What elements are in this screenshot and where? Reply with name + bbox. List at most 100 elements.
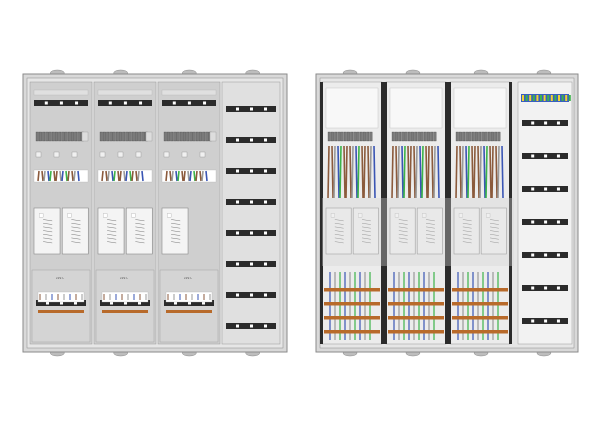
terminal-block (404, 131, 408, 142)
terminal-strip (101, 291, 149, 303)
wire (135, 170, 138, 182)
copper-busbar (388, 316, 444, 320)
rail-terminal (264, 324, 267, 328)
rail-terminal (250, 169, 253, 173)
meter-detail (135, 233, 145, 236)
terminal-block (494, 131, 498, 142)
terminal-block (48, 131, 52, 142)
pe-bar (166, 310, 212, 313)
wire (415, 145, 418, 199)
copper-busbar (452, 302, 508, 306)
meter-detail (107, 226, 117, 229)
wire (361, 145, 364, 199)
wire (485, 145, 488, 199)
copper-busbar (388, 288, 444, 292)
wire (395, 145, 398, 199)
meter-display (458, 213, 463, 218)
terminal-block (173, 131, 177, 142)
meter-detail (107, 241, 117, 244)
meter-detail (398, 233, 408, 236)
terminal-block (199, 131, 202, 142)
terminal-block (350, 131, 354, 142)
rail-terminal (110, 301, 113, 305)
meter-detail (71, 222, 81, 225)
terminal-block (45, 131, 49, 142)
rail-terminal (264, 231, 267, 235)
terminal-block (484, 131, 488, 142)
wire (129, 170, 132, 182)
meter-detail (71, 226, 81, 229)
meter-detail (334, 237, 344, 240)
meter-display (422, 213, 427, 218)
terminal-block (391, 131, 395, 142)
breaker-handle (53, 151, 60, 158)
rail-terminal (202, 301, 205, 305)
mounting-post (384, 82, 387, 344)
rail-terminal (556, 187, 560, 191)
right-cabinet-open-view (315, 69, 579, 357)
wire (401, 145, 404, 199)
wire (357, 145, 360, 199)
terminal-block (343, 131, 347, 142)
rail-terminal (556, 286, 560, 290)
meter-detail (425, 241, 435, 244)
terminal-block (462, 131, 466, 142)
meter-detail (489, 219, 499, 222)
wire (501, 145, 504, 199)
terminal-block (327, 131, 331, 142)
wire (427, 145, 430, 199)
wire (125, 170, 128, 182)
meter-detail (71, 233, 81, 236)
wire (333, 145, 336, 199)
wire (479, 145, 482, 199)
meter-detail (398, 222, 408, 225)
wire (455, 145, 458, 199)
meter-detail (361, 241, 371, 244)
rail-terminal (123, 101, 127, 105)
terminal-block (103, 131, 106, 142)
wire (171, 170, 174, 182)
rail-terminal (236, 138, 239, 142)
terminal-block (481, 131, 485, 142)
meter-detail (425, 219, 435, 222)
terminal-block (331, 131, 334, 142)
wire (169, 170, 172, 182)
meter-detail (334, 226, 344, 229)
wire (73, 170, 76, 182)
rail-terminal (556, 319, 560, 323)
terminal-block (163, 131, 167, 142)
terminal-block (359, 131, 363, 142)
meter-detail (71, 237, 81, 240)
meter-area-shade (322, 198, 514, 266)
wire (369, 145, 372, 199)
rail-terminal (236, 107, 239, 111)
meter-detail (334, 241, 344, 244)
terminal (525, 95, 528, 101)
terminal-block (487, 131, 491, 142)
copper-busbar (324, 302, 380, 306)
terminal-block (363, 131, 366, 142)
mounting-post (381, 82, 384, 344)
meter-display (167, 213, 172, 218)
terminal (543, 95, 546, 101)
terminal-block (122, 131, 126, 142)
meter-detail (398, 219, 408, 222)
terminal-block (414, 131, 418, 142)
terminal-block (135, 131, 138, 142)
wire (433, 145, 436, 199)
wire (373, 145, 376, 199)
terminal-block (433, 131, 437, 142)
terminal (547, 95, 550, 101)
label-strip (33, 89, 89, 96)
rail-terminal (236, 200, 239, 204)
rail-terminal (60, 301, 63, 305)
meter-detail (425, 233, 435, 236)
label-strip (161, 89, 217, 96)
wire (113, 170, 116, 182)
wire (409, 145, 412, 199)
terminal-block (189, 131, 193, 142)
meter-detail (462, 233, 472, 236)
top-compartment (389, 87, 443, 129)
mounting-post (320, 82, 323, 344)
copper-busbar (324, 330, 380, 334)
